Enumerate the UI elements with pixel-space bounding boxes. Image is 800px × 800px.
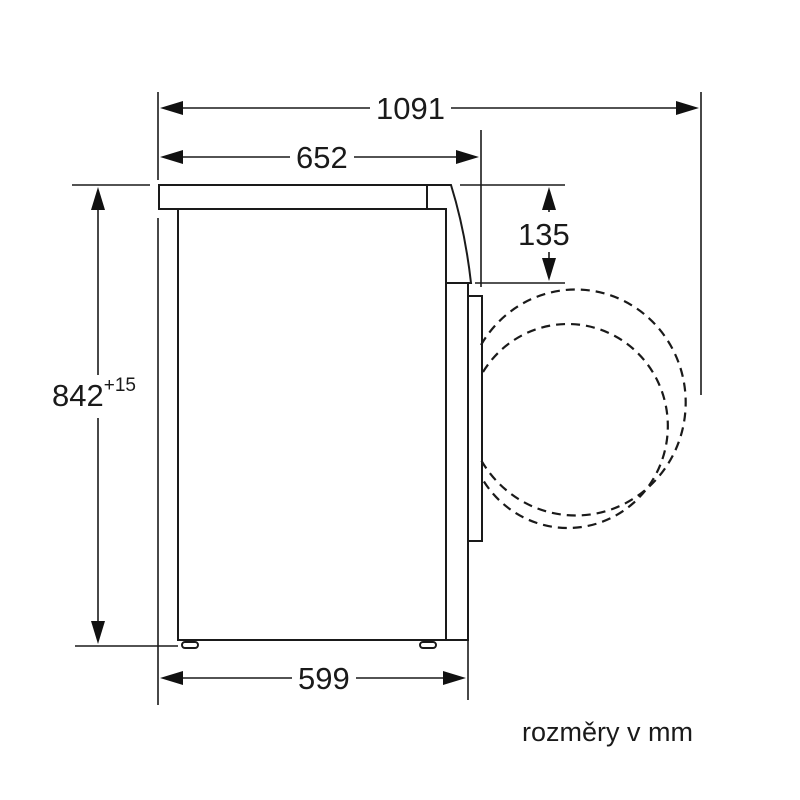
dim-tolerance: +15: [103, 375, 136, 396]
control-panel: [427, 184, 473, 284]
dim-value: 135: [518, 217, 570, 252]
arrow-right-icon: [443, 671, 466, 685]
arrow-up-icon: [91, 187, 105, 210]
arrow-left-icon: [160, 150, 183, 164]
cabinet-body: [177, 209, 447, 641]
arrow-down-icon: [91, 621, 105, 644]
arrow-down-icon: [542, 258, 556, 281]
arrow-right-icon: [676, 101, 699, 115]
dim-value: 842: [52, 378, 104, 413]
front-panel: [445, 283, 469, 641]
worktop: [158, 184, 428, 210]
dim-value: 599: [298, 661, 350, 696]
dim-label-842: 842+15: [50, 376, 138, 413]
door-edge: [468, 295, 483, 542]
arrow-left-icon: [160, 671, 183, 685]
units-note: rozměry v mm: [522, 717, 693, 747]
foot-rear: [181, 641, 199, 649]
door-swing-outer: [480, 288, 687, 517]
arrow-up-icon: [542, 187, 556, 210]
dim-label-652: 652: [290, 142, 354, 173]
arrow-right-icon: [456, 150, 479, 164]
dim-label-1091: 1091: [370, 93, 451, 124]
dim-value: 1091: [376, 91, 445, 126]
dim-label-135: 135: [514, 219, 574, 250]
dim-value: 652: [296, 140, 348, 175]
arrow-left-icon: [160, 101, 183, 115]
door-swing-inner: [482, 322, 669, 530]
dim-label-599: 599: [292, 663, 356, 694]
foot-front: [419, 641, 437, 649]
